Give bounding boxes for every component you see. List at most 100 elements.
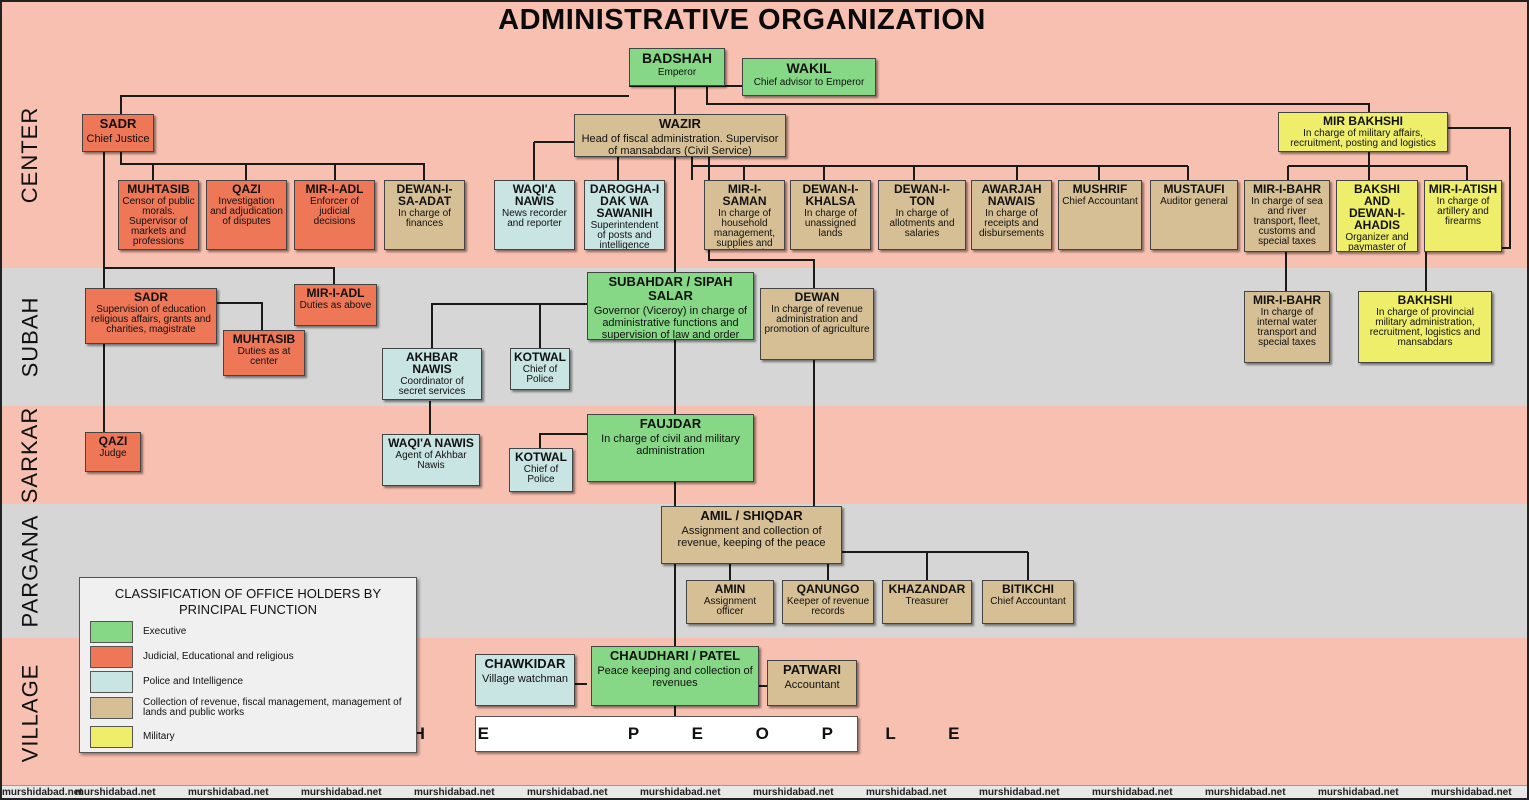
watermark-text: murshidabad.net [753,787,834,798]
bitikchi-title: BITIKCHI [1002,582,1054,596]
sadr-subah-title: SADR [133,290,168,304]
dewan-i-ton-title: DEWAN-I-TON [894,182,950,208]
diagram-title: ADMINISTRATIVE ORGANIZATION [498,4,986,36]
the-people-box: T H E P E O P L E [350,716,960,752]
qazi-center-desc: Investigation and adjudication of disput… [210,196,283,227]
dewan-subah-desc: In charge of revenue administration and … [764,304,870,335]
qazi-sarkar-title: QAZI [98,434,128,448]
legend: CLASSIFICATION OF OFFICE HOLDERS BY PRIN… [79,577,417,753]
chaudhari-patel-title: CHAUDHARI / PATEL [609,648,741,663]
watermark-text: murshidabad.net [979,787,1060,798]
wakil-title: WAKIL [786,60,832,76]
mir-i-adl-subah-title: MIR-I-ADL [306,286,365,300]
patwari-title: PATWARI [782,662,841,677]
muhtasib-center-title: MUHTASIB [127,182,190,196]
dewan-i-khalsa-desc: In charge of unassigned lands [804,208,857,239]
dewan-i-sa-adat-desc: In charge of finances [398,208,451,229]
kotwal-sarkar-title: KOTWAL [515,450,567,464]
mir-bakhshi-title: MIR BAKHSHI [1323,114,1403,128]
qazi-sarkar-desc: Judge [99,448,127,459]
muhtasib-center-desc: Censor of public morals. Supervisor of m… [122,196,195,247]
bakhshi-subah-title: BAKHSHI [1397,293,1453,307]
legend-label: Police and Intelligence [143,676,244,687]
legend-swatch [90,697,133,719]
mir-i-saman-desc: In charge of household management, suppl… [713,208,776,250]
bakhshi-subah-desc: In charge of provincial military adminis… [1369,307,1481,348]
mir-i-bahr-center-title: MIR-I-BAHR [1253,182,1321,196]
kotwal-subah-title: KOTWAL [514,350,566,364]
bakshi-dewan-i-ahadis-title: BAKSHI AND DEWAN-I-AHADIS [1349,182,1405,232]
sadr-center-title: SADR [99,116,137,131]
faujdar-desc: In charge of civil and military administ… [601,433,740,457]
chawkidar-title: CHAWKIDAR [484,656,566,671]
mir-i-bahr-subah-desc: In charge of internal water transport an… [1256,307,1318,348]
legend-item-executive: Executive [90,621,410,645]
legend-swatch [90,646,133,668]
watermark-strip: murshidabad.net murshidabad.net murshida… [2,785,1527,798]
faujdar-box: FAUJDAR In charge of civil and military a… [587,414,754,482]
faujdar-title: FAUJDAR [639,416,702,431]
legend-swatch [90,621,133,643]
watermark-text: murshidabad.net [301,787,382,798]
akhbar-nawis-title: AKHBAR NAWIS [406,350,458,376]
mir-i-atish-title: MIR-I-ATISH [1428,182,1498,196]
darogha-title: DAROGHA-I DAK WA SAWANIH [589,182,660,220]
subahdar-desc: Governor (Viceroy) in charge of administ… [593,305,748,340]
qanungo-desc: Keeper of revenue records [786,596,870,617]
muhtasib-subah-title: MUHTASIB [232,332,296,346]
legend-label: Military [143,731,175,742]
muhtasib-subah-desc: Duties as at center [237,346,291,367]
watermark-text: murshidabad.net [2,787,83,798]
dewan-subah-title: DEWAN [794,290,840,304]
the-people-label: T H E P E O P L E [349,724,984,743]
amin-desc: Assignment officer [703,596,757,617]
dewan-i-khalsa-title: DEWAN-I-KHALSA [802,182,859,208]
legend-item-military: Military [90,726,410,750]
wazir-desc: Head of fiscal administration. Superviso… [581,133,779,157]
amil-shiqdar-desc: Assignment and collection of revenue, ke… [677,525,826,549]
mustaufi-desc: Auditor general [1160,196,1228,207]
bitikchi-desc: Chief Accountant [990,596,1066,607]
qanungo-title: QANUNGO [796,582,860,596]
waqia-nawis-center-title: WAQI'A NAWIS [512,182,557,208]
watermark-text: murshidabad.net [640,787,721,798]
subahdar-title: SUBAHDAR / SIPAH SALAR [608,274,733,303]
watermark-text: murshidabad.net [527,787,608,798]
mir-i-adl-center-desc: Enforcer of judicial decisions [310,196,359,227]
legend-label: Collection of revenue, fiscal management… [143,697,402,718]
watermark-text: murshidabad.net [1431,787,1512,798]
legend-label: Executive [143,626,187,637]
mustaufi-title: MUSTAUFI [1163,182,1225,196]
mir-i-adl-center-title: MIR-I-ADL [305,182,364,196]
patwari-desc: Accountant [784,679,840,691]
legend-title: CLASSIFICATION OF OFFICE HOLDERS BY PRIN… [114,586,382,617]
legend-swatch [90,726,133,748]
darogha-desc: Superintendent of posts and intelligence [590,220,659,250]
mushrif-title: MUSHRIF [1072,182,1128,196]
